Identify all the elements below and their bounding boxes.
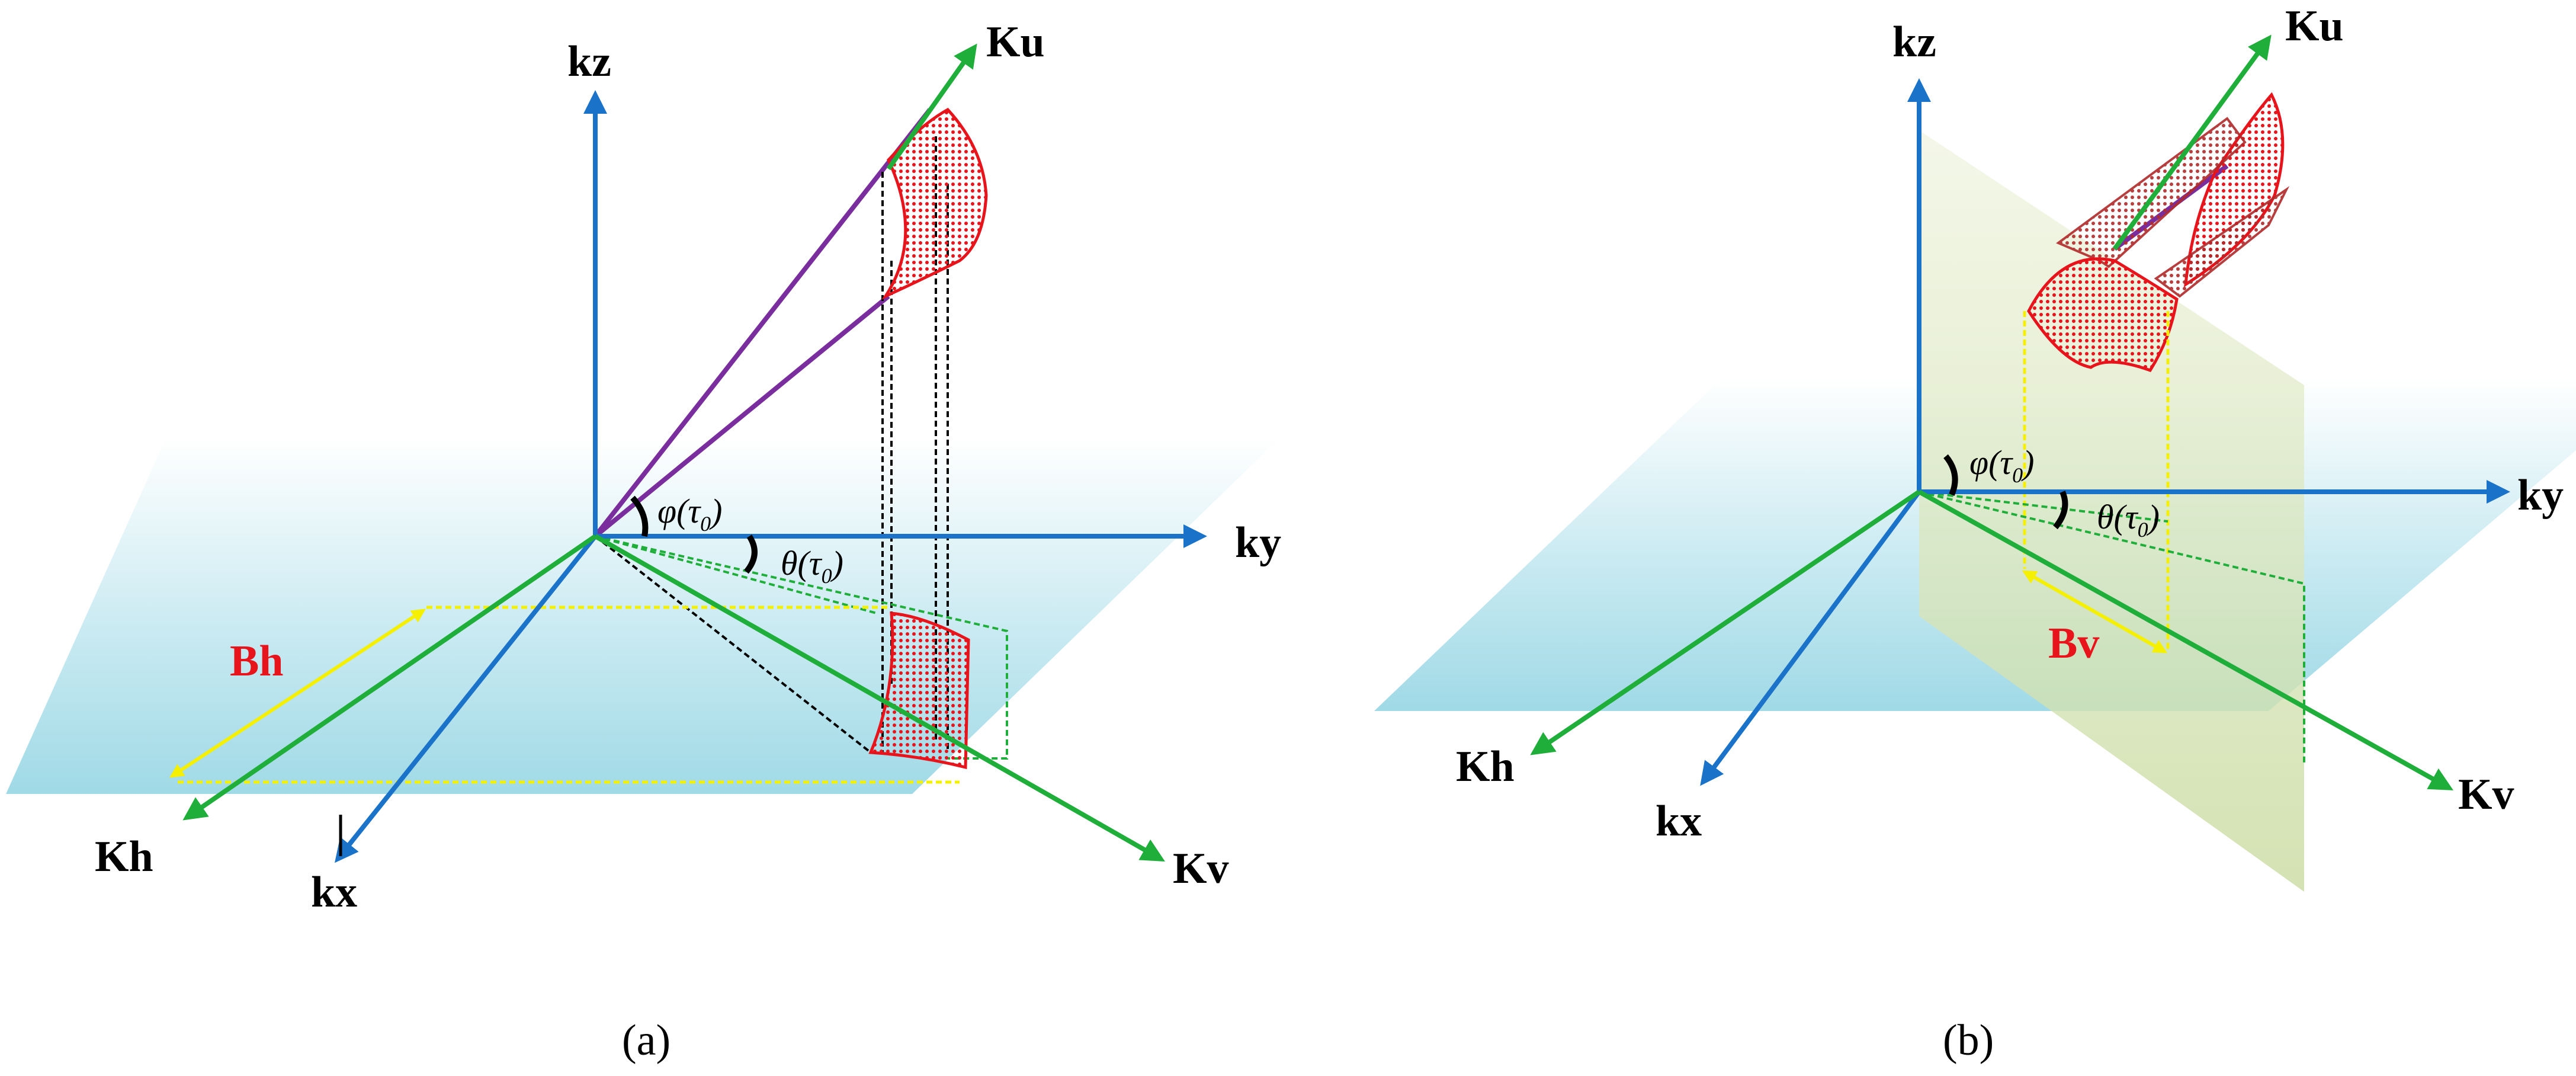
kh-axis-a: [182, 534, 597, 821]
ky-label-a: ky: [1235, 518, 1281, 567]
bh-arrow: [169, 609, 426, 778]
theta-label-b: θ(τ0): [2097, 498, 2160, 542]
green-dashed-a: [595, 535, 1008, 760]
kx-label-b: kx: [1656, 797, 1702, 846]
lower-surface-a: [868, 611, 970, 770]
lower-surface-b: [2027, 257, 2179, 373]
kh-label-b: Kh: [1456, 742, 1515, 791]
kv-axis-a: [594, 534, 1165, 862]
ray-upper-a: [593, 108, 932, 538]
ku-label-b: Ku: [2285, 2, 2344, 50]
footprint-b: [2023, 311, 2170, 652]
bv-arrow: [2022, 570, 2168, 654]
green-dashed-b: [1919, 491, 2305, 764]
kv-label-b: Kv: [2458, 770, 2514, 819]
phi-text-b: φ(τ: [1969, 443, 2013, 482]
bh-label: Bh: [230, 637, 284, 686]
ku-label-a: Ku: [986, 18, 1045, 66]
ku-axis-b: [2112, 34, 2272, 251]
kx-axis-a: [335, 534, 598, 863]
kz-label-b: kz: [1892, 18, 1936, 66]
theta-arc-b: [2053, 491, 2068, 530]
theta-label-a: θ(τ0): [781, 544, 843, 588]
phi-sub-a: 0: [700, 512, 711, 536]
kx-axis-b: [1700, 490, 1921, 786]
upper-surface-a: [881, 107, 988, 300]
kv-label-a: Kv: [1173, 844, 1229, 893]
phi-label-a: φ(τ0): [657, 492, 723, 536]
kh-axis-b: [1530, 489, 1921, 755]
phi-label-b: φ(τ0): [1969, 443, 2035, 487]
kv-axis-b: [1918, 489, 2453, 790]
phi-arc-b: [1943, 454, 1958, 496]
ku-axis-a: [886, 43, 977, 171]
phi-text-a: φ(τ: [657, 492, 701, 530]
ky-label-b: ky: [2517, 471, 2564, 520]
bv-label: Bv: [2048, 619, 2099, 668]
kh-label-a: Kh: [95, 832, 153, 881]
kz-label-a: kz: [567, 37, 611, 86]
phi-arc-a: [630, 495, 649, 537]
theta-sub-a: 0: [822, 564, 832, 588]
caption-a: (a): [622, 1016, 671, 1065]
connector-surface-b2: [2154, 186, 2290, 298]
ray-lower-a: [594, 294, 890, 539]
horizontal-plane-a: [6, 438, 1279, 794]
theta-text-a: θ(τ: [781, 544, 823, 582]
kx-label-a: kx: [311, 868, 357, 917]
theta-sub-b: 0: [2138, 518, 2148, 542]
theta-arc-a: [744, 534, 758, 574]
phi-sub-b: 0: [2012, 463, 2023, 487]
panel-b: kz ky kx Ku Kh Kv Bv φ(τ0) θ(τ0) (b): [1374, 2, 2576, 1065]
vertical-plane-b: [1919, 130, 2304, 892]
panel-a: kz ky kx Ku Kh Kv Bh φ(τ0) θ(τ0) (a): [6, 18, 1281, 1065]
theta-text-b: θ(τ: [2097, 498, 2139, 536]
caption-b: (b): [1943, 1016, 1994, 1065]
footprint-a: [178, 606, 960, 784]
